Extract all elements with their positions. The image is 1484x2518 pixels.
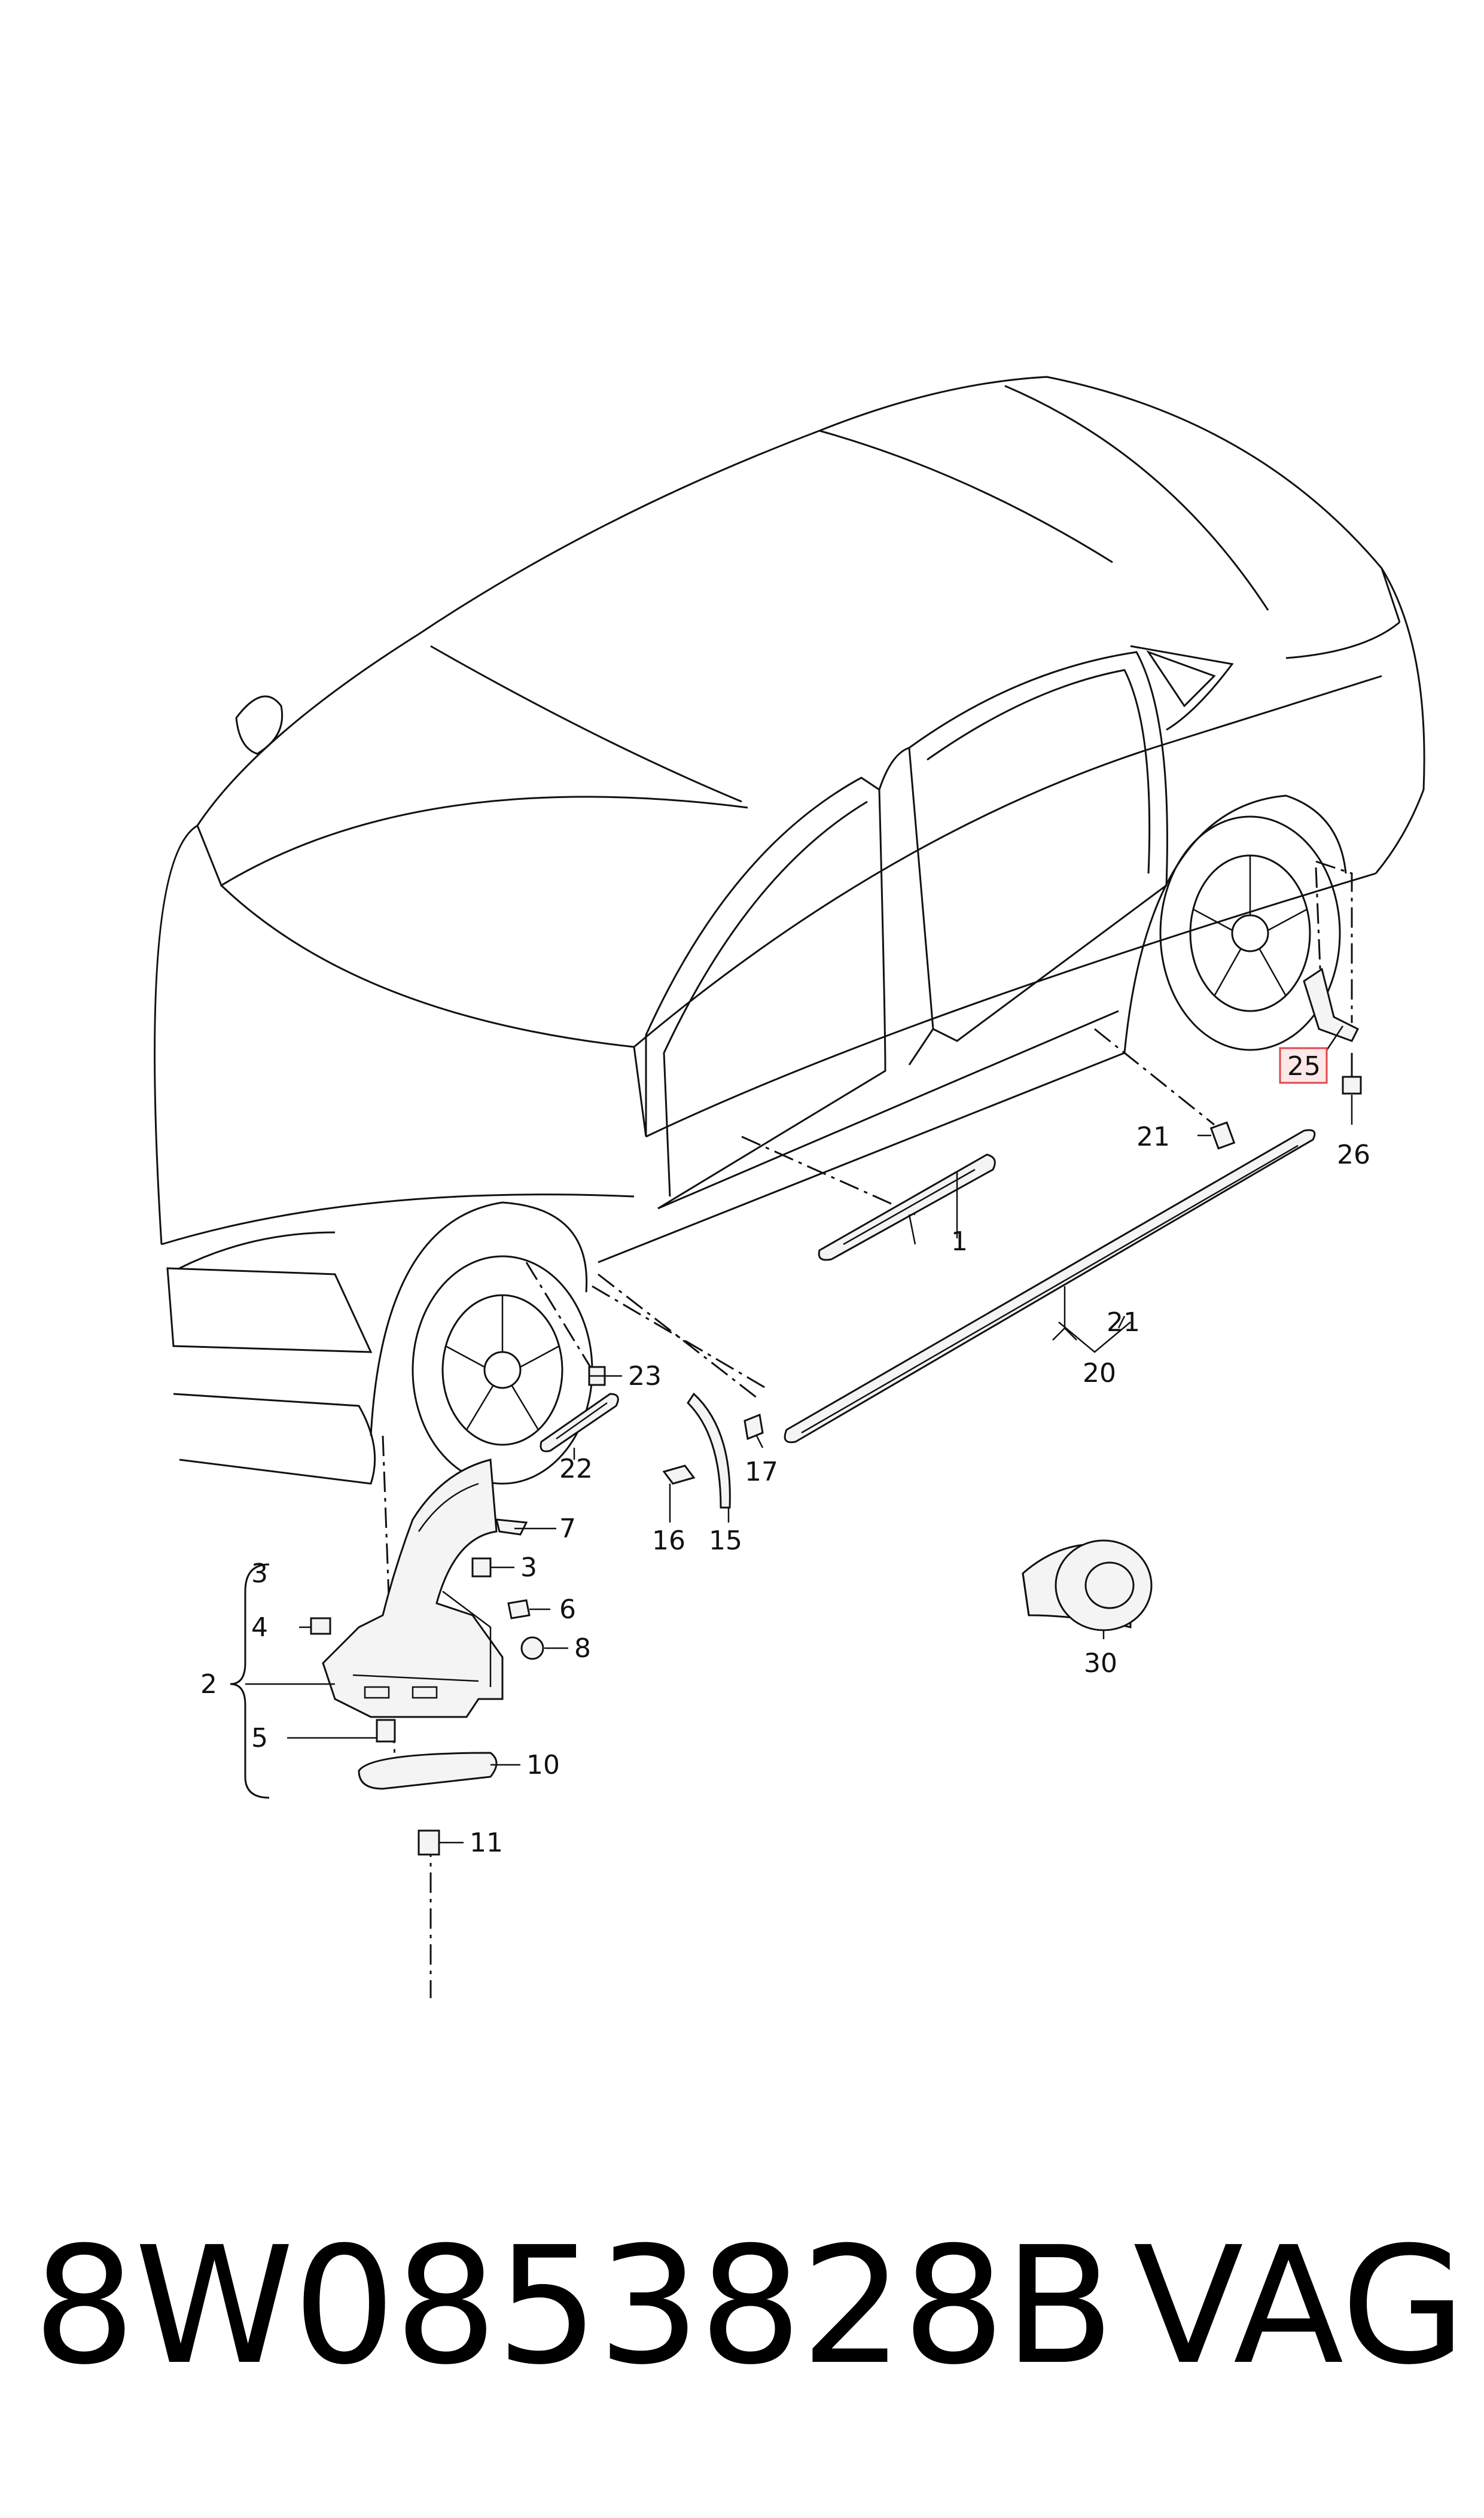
nut-part-3 (471, 1557, 492, 1578)
clip-part-17 (743, 1413, 764, 1441)
callout-8: 8 (574, 1633, 591, 1664)
screw-part-26 (1342, 1053, 1362, 1095)
car-body-outline (154, 376, 1425, 1485)
screw-part-6 (507, 1599, 531, 1619)
clip-part-4 (310, 1617, 331, 1635)
assembly-leaders (382, 860, 1353, 1998)
brand-label: VAG (1133, 2212, 1466, 2400)
bracket-part-25 (1303, 967, 1360, 1042)
callout-22: 22 (559, 1454, 593, 1484)
callout-23: 23 (628, 1361, 662, 1392)
clip-part-21 (1209, 1121, 1236, 1150)
callout-11: 11 (470, 1828, 503, 1858)
clip-part-16 (662, 1464, 696, 1485)
callout-25: 25 (1287, 1051, 1321, 1082)
callout-2: 2 (200, 1669, 217, 1700)
side-skirt-part-20 (784, 1129, 1316, 1444)
wheel-housing-liner-part-2 (322, 1459, 504, 1718)
door-sill-trim-part-1 (818, 1153, 996, 1261)
callout-15: 15 (709, 1526, 742, 1556)
screw-part-8 (520, 1636, 544, 1660)
callout-3-brace: 3 (251, 1558, 268, 1589)
fasteners (310, 1518, 544, 1856)
bracket-part-10 (358, 1752, 498, 1790)
screw-part-7 (495, 1518, 528, 1536)
screw-part-11 (418, 1829, 440, 1856)
part-number: 8W0853828B (33, 2212, 1114, 2400)
callout-21-skirt: 21 (1107, 1307, 1140, 1338)
adhesive-tape-roll-part-30 (1022, 1539, 1153, 1631)
callout-10: 10 (526, 1750, 560, 1780)
callout-20: 20 (1083, 1358, 1116, 1389)
callout-26: 26 (1337, 1140, 1370, 1170)
callout-21-clip: 21 (1136, 1122, 1170, 1152)
arch-trim-part-15 (687, 1392, 731, 1509)
callout-30: 30 (1084, 1648, 1117, 1679)
callout-16: 16 (652, 1526, 685, 1556)
callout-6: 6 (559, 1594, 576, 1625)
callout-5: 5 (251, 1723, 268, 1753)
callout-7: 7 (559, 1514, 576, 1544)
exploded-parts-diagram: 25 1 21 21 20 26 23 22 17 16 15 7 3 6 8 … (154, 376, 1425, 1998)
highlight-box-25 (1279, 1047, 1328, 1084)
callout-leader-lines (230, 1025, 1353, 1844)
clip-part-5 (376, 1719, 396, 1743)
bracket-part-22 (540, 1393, 619, 1453)
callout-4: 4 (251, 1612, 268, 1643)
callout-3-fastener: 3 (520, 1552, 537, 1583)
callout-labels: 25 1 21 21 20 26 23 22 17 16 15 7 3 6 8 … (200, 1047, 1370, 1858)
callout-17: 17 (745, 1457, 778, 1487)
callout-1: 1 (951, 1226, 968, 1257)
